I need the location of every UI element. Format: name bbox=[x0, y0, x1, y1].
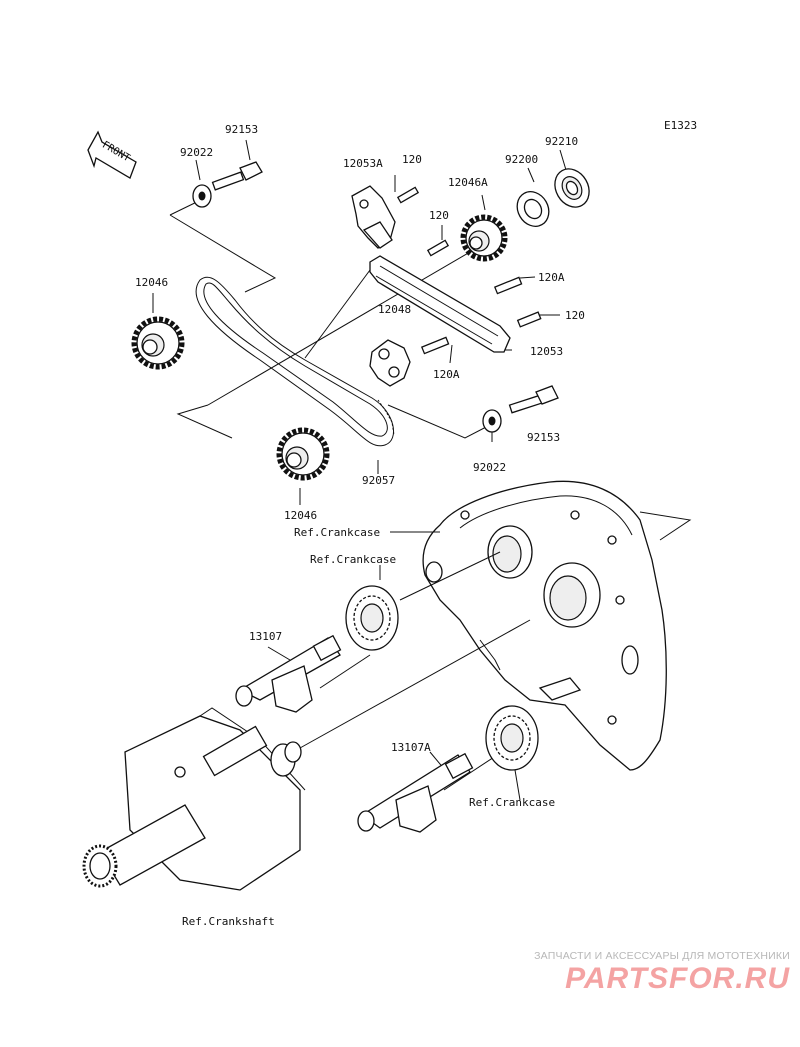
label-120A-a: 120A bbox=[538, 271, 565, 284]
diagram-code: E1323 bbox=[664, 119, 697, 132]
washer-92022-top bbox=[192, 184, 212, 208]
label-120-b: 120 bbox=[429, 209, 449, 222]
front-arrow-icon: FRONT bbox=[87, 130, 137, 179]
label-ref-crankcase-2: Ref.Crankcase bbox=[310, 553, 396, 566]
watermark-tagline: ЗАПЧАСТИ И АКСЕССУАРЫ ДЛЯ МОТОТЕХНИКИ bbox=[534, 950, 790, 962]
label-120-a: 120 bbox=[402, 153, 422, 166]
label-12053A: 12053A bbox=[343, 157, 383, 170]
cam-chain-92057 bbox=[195, 276, 395, 447]
label-92153-top: 92153 bbox=[225, 123, 258, 136]
bearing-upper bbox=[345, 585, 399, 651]
sprocket-12046A bbox=[460, 214, 508, 262]
label-92022-bottom: 92022 bbox=[473, 461, 506, 474]
label-ref-crankcase-3: Ref.Crankcase bbox=[469, 796, 555, 809]
label-120-c: 120 bbox=[565, 309, 585, 322]
leader-lines-lower bbox=[267, 511, 692, 801]
bearing-lower bbox=[485, 705, 539, 771]
label-13107: 13107 bbox=[249, 630, 282, 643]
washer-92200 bbox=[516, 191, 550, 227]
label-ref-crankcase-1: Ref.Crankcase bbox=[294, 526, 380, 539]
sprocket-12046 bbox=[131, 316, 185, 370]
bolt-120-a bbox=[396, 186, 420, 204]
chain-guide-12053 bbox=[369, 255, 511, 353]
label-12046-bottom: 12046 bbox=[284, 509, 317, 522]
label-92153-bottom: 92153 bbox=[527, 431, 560, 444]
bolt-120A-b bbox=[420, 336, 450, 355]
nut-92210 bbox=[554, 168, 590, 208]
sprocket-12046-bottom bbox=[276, 427, 330, 481]
bolt-120-b bbox=[426, 239, 450, 257]
label-120A-b: 120A bbox=[433, 368, 460, 381]
label-92200: 92200 bbox=[505, 153, 538, 166]
bolt-120A-a bbox=[493, 276, 523, 295]
label-92210: 92210 bbox=[545, 135, 578, 148]
label-92057: 92057 bbox=[362, 474, 395, 487]
tensioner-12053A bbox=[351, 185, 396, 249]
shaft-13107 bbox=[235, 634, 342, 713]
bolt-92153-bottom bbox=[508, 385, 559, 414]
crankshaft bbox=[82, 707, 306, 891]
label-12046: 12046 bbox=[135, 276, 168, 289]
label-12048: 12048 bbox=[378, 303, 411, 316]
bolt-92153-top bbox=[211, 161, 263, 191]
shaft-13107A bbox=[357, 752, 474, 833]
crankcase-cover bbox=[422, 480, 667, 771]
label-12046A: 12046A bbox=[448, 176, 488, 189]
label-ref-crankshaft: Ref.Crankshaft bbox=[182, 915, 275, 928]
label-92022-top: 92022 bbox=[180, 146, 213, 159]
washer-92022-bottom bbox=[482, 409, 502, 433]
bolt-120-c bbox=[516, 311, 542, 328]
leader-lines bbox=[152, 139, 567, 505]
watermark-logo: PARTSFOR.RU bbox=[565, 962, 790, 995]
chain-guide-12048 bbox=[369, 339, 411, 387]
label-13107A: 13107A bbox=[391, 741, 431, 754]
label-12053: 12053 bbox=[530, 345, 563, 358]
